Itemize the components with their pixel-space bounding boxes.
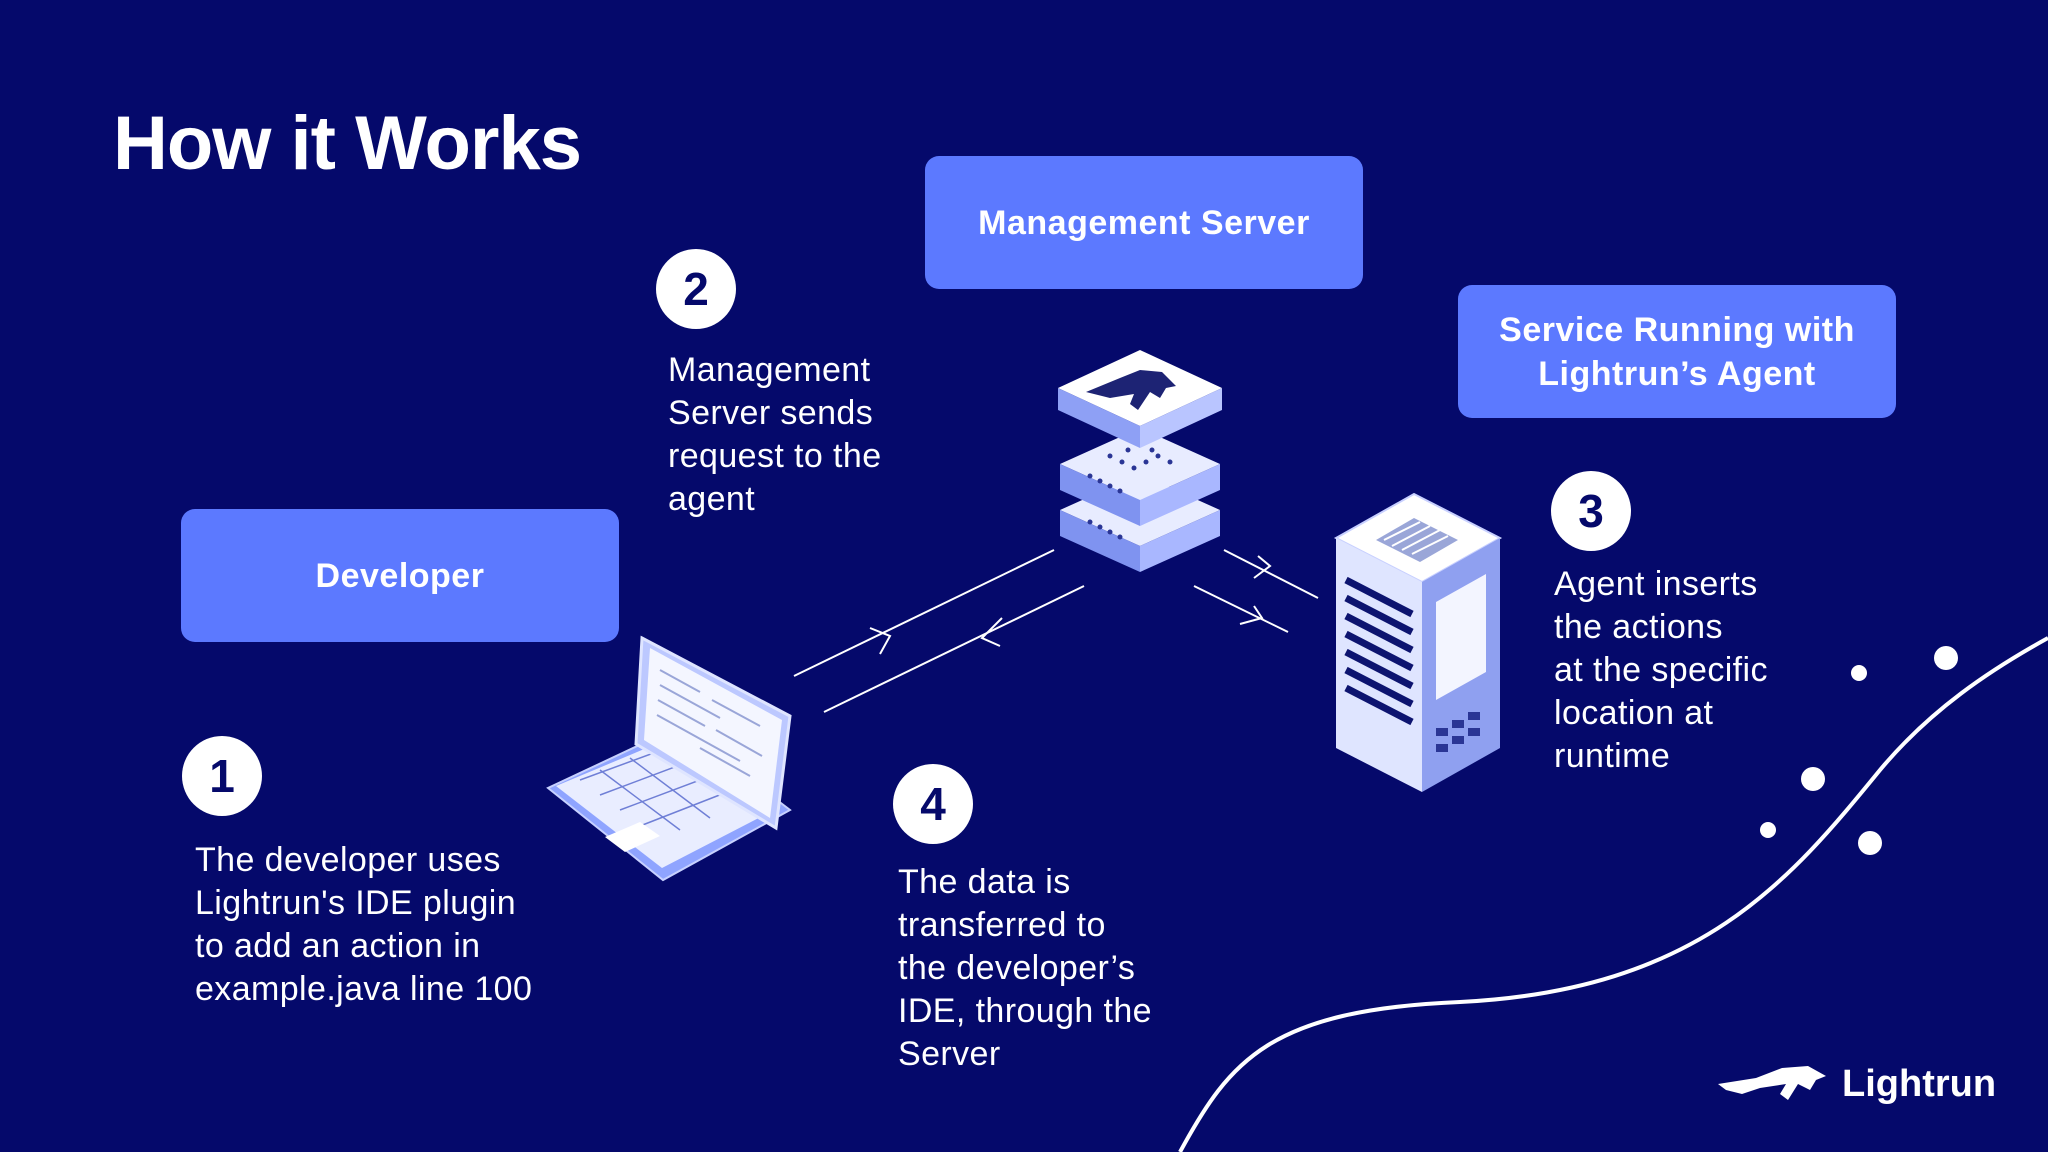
step-4-text: The data is transferred to the developer… — [898, 863, 1152, 1073]
management-server-box: Management Server — [925, 156, 1363, 289]
page-title: How it Works — [113, 101, 582, 186]
step-2-badge: 2 — [656, 249, 736, 329]
decor-dot — [1801, 767, 1825, 791]
step-1-badge: 1 — [182, 736, 262, 816]
lightrun-logo: Lightrun — [1716, 1054, 1996, 1114]
service-box: Service Running with Lightrun’s Agent — [1458, 285, 1896, 418]
decor-dot — [1858, 831, 1882, 855]
step-3-text: Agent inserts the actions at the specifi… — [1554, 565, 1768, 775]
decor-dot — [1760, 822, 1776, 838]
cheetah-logo-icon — [1718, 1066, 1826, 1100]
cheetah-logo-icon — [1086, 370, 1176, 410]
step-2-text: Management Server sends request to the a… — [668, 351, 882, 518]
developer-box: Developer — [181, 509, 619, 642]
decor-dot — [1934, 646, 1958, 670]
logo-text: Lightrun — [1842, 1062, 1997, 1105]
decor-dot — [1851, 665, 1867, 681]
step-1-text: The developer uses Lightrun's IDE plugin… — [195, 841, 533, 1008]
step-4-badge: 4 — [893, 764, 973, 844]
step-3-badge: 3 — [1551, 471, 1631, 551]
